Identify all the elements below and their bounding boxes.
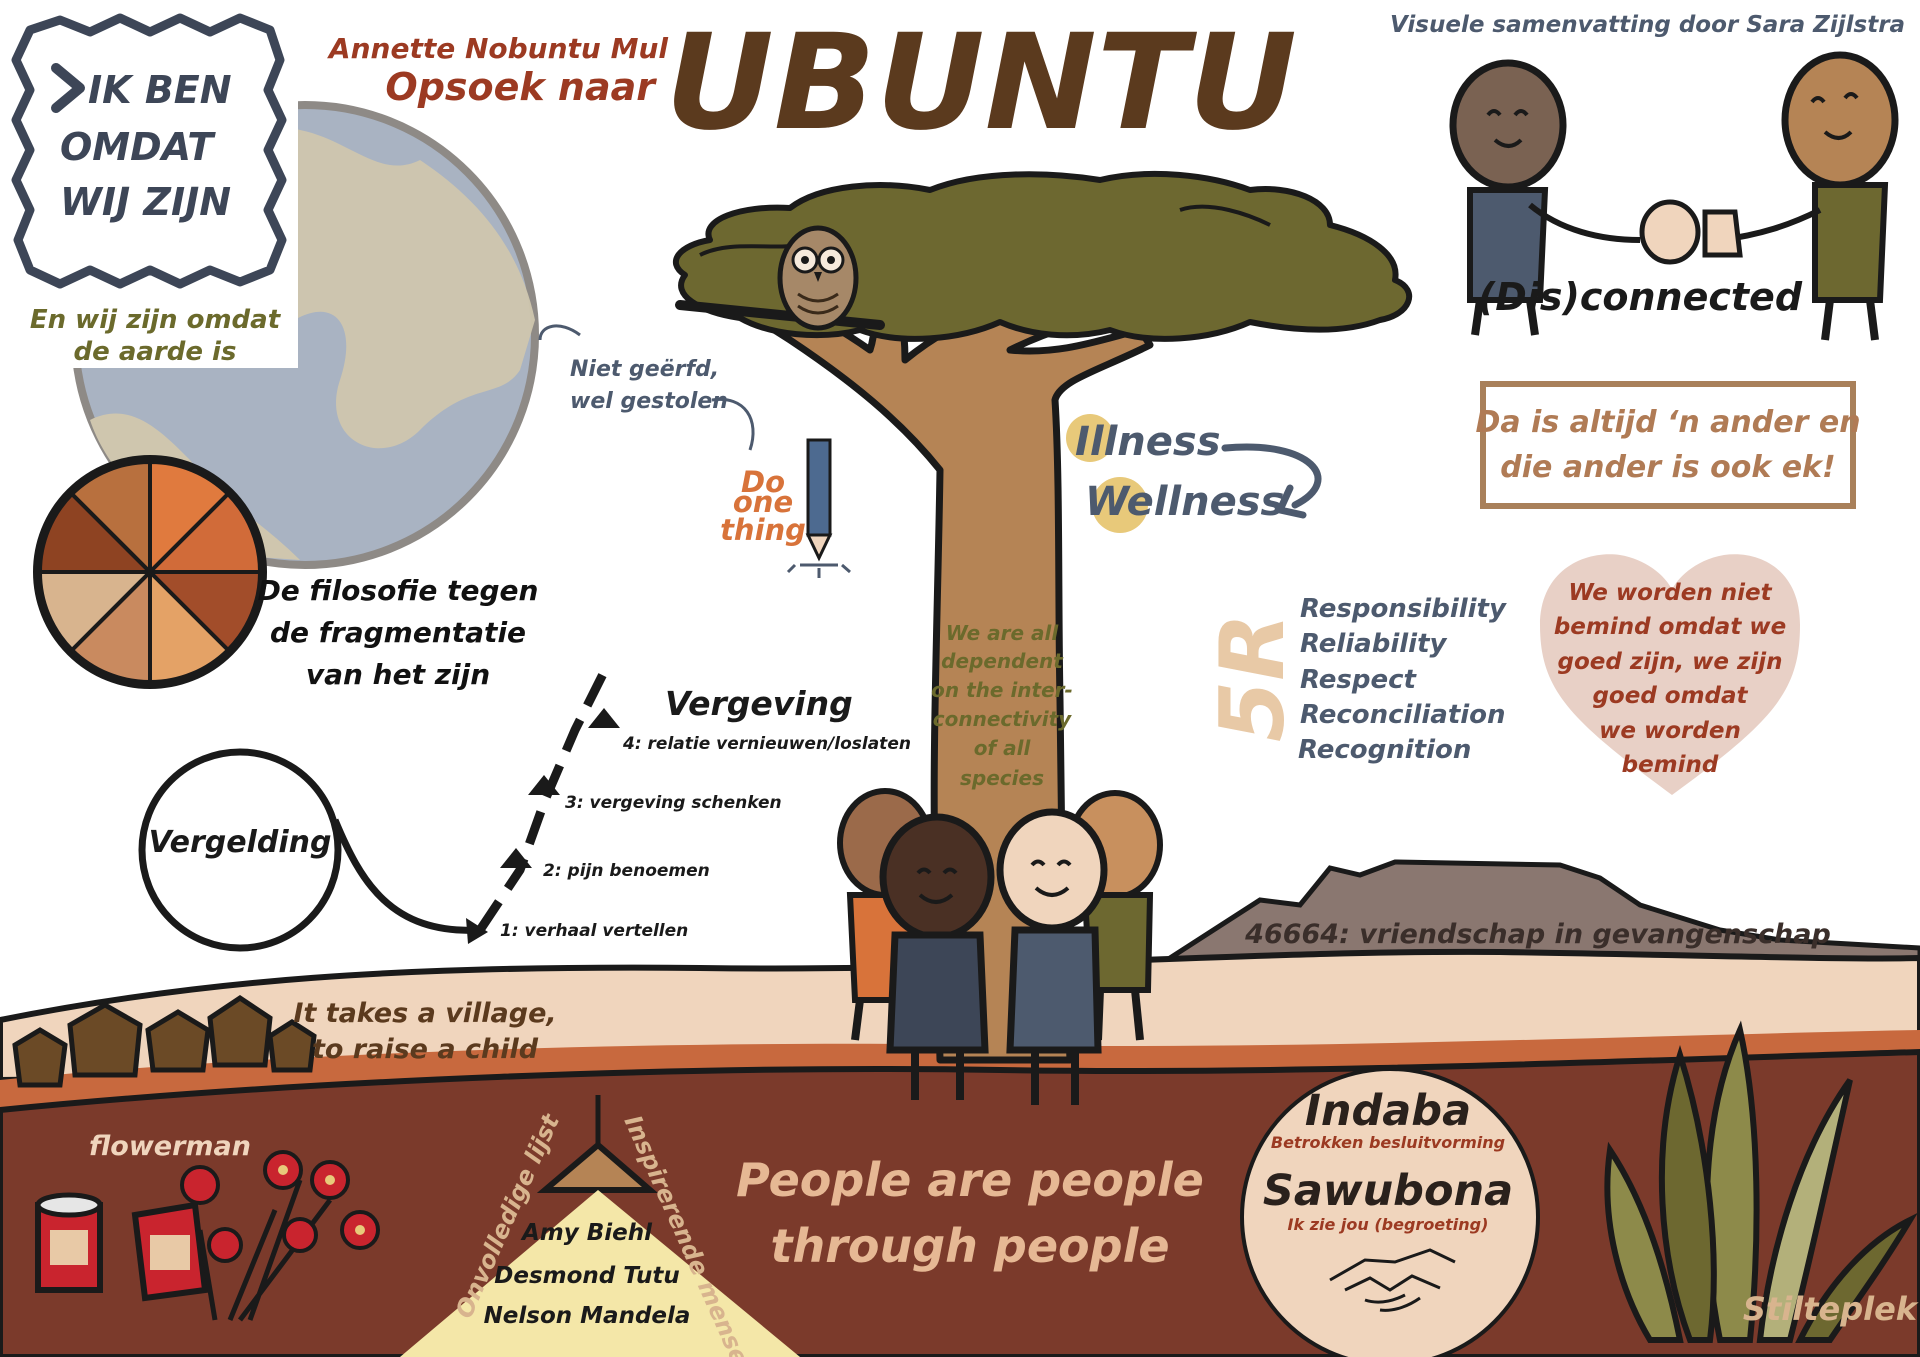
page-title: UBUNTU (665, 6, 1297, 160)
owl-icon (777, 225, 859, 331)
puzzle-wheel (33, 455, 267, 689)
forgiveness-path (138, 667, 620, 952)
heart-text-line: we worden (1599, 718, 1741, 744)
heart-text-line: bemind omdat we (1554, 614, 1786, 640)
trunk-text-line: on the inter- (931, 678, 1073, 702)
plug-icon (1702, 209, 1743, 258)
indaba-circle (1240, 1067, 1540, 1357)
inspiring-name: Nelson Mandela (484, 1303, 691, 1329)
stamp-frame (11, 13, 287, 289)
wellness-highlight (1092, 477, 1148, 533)
aloe-plant-icon (1604, 1020, 1918, 1343)
five-r-label: 5R (1201, 613, 1304, 742)
sawubona-subtitle: Ik zie jou (begroeting) (1288, 1215, 1489, 1234)
curved-arrow-icon (538, 324, 581, 341)
credit-line: Visuele samenvatting door Sara Zijlstra (1390, 12, 1905, 38)
inspiring-name: Desmond Tutu (494, 1263, 679, 1289)
arrow-down-icon (711, 397, 755, 451)
do-one-thing-line-3: thing (720, 513, 806, 547)
trunk-text-line: connectivity (933, 707, 1072, 731)
five-r-item: Responsibility (1300, 594, 1507, 624)
heart-text: We worden niet bemind omdat we goed zijn… (1554, 580, 1786, 778)
five-r-item: Reliability (1300, 629, 1448, 659)
mountain-label: 46664: vriendschap in gevangenschap (1244, 919, 1831, 950)
flower-bouquet (180, 1150, 380, 1322)
heart-text-line: bemind (1622, 752, 1719, 778)
flower-cans (35, 1192, 209, 1302)
sawubona-title: Sawubona (1263, 1166, 1513, 1216)
forgiveness-step: 4: relatie vernieuwen/loslaten (622, 734, 911, 754)
trunk-text: We are all dependent on the inter- conne… (931, 621, 1073, 790)
five-r-item: Reconciliation (1300, 700, 1506, 730)
stamp-line-2: OMDAT (60, 125, 216, 169)
heart-shape (1540, 554, 1800, 795)
heart-text-line: goed omdat (1592, 683, 1748, 709)
vergelding-label: Vergelding (149, 825, 332, 860)
forgiveness-step: 1: verhaal vertellen (500, 921, 688, 941)
trunk-text-line: dependent (941, 649, 1064, 673)
trunk-text-line: species (960, 766, 1044, 790)
stilteplek-label: Stilteplek (1743, 1290, 1919, 1328)
quote-line-2: die ander is ook ek! (1500, 450, 1835, 485)
earth-caption-line-2: de aarde is (74, 337, 237, 367)
heart-text-line: We worden niet (1568, 580, 1772, 606)
people-line-2: through people (770, 1219, 1169, 1273)
author-name: Annette Nobuntu Mul (327, 32, 668, 65)
earth-caption-line-1: En wij zijn omdat (30, 305, 282, 335)
do-one-thing-line-2: one (733, 485, 793, 519)
stolen-line-2: wel gestolen (570, 389, 728, 414)
wellness-label: Wellness (1085, 479, 1284, 525)
village-huts (12, 994, 317, 1088)
chevron-right-icon (51, 63, 85, 113)
village-line-2: to raise a child (312, 1034, 539, 1065)
village-line-1: It takes a village, (293, 998, 556, 1029)
trunk-text-line: We are all (946, 621, 1060, 645)
flowerman-label: flowerman (89, 1131, 251, 1162)
stamp-line-1: IK BEN (88, 68, 232, 112)
heart-text-line: goed zijn, we zijn (1558, 649, 1783, 675)
handshake-icon (1329, 1248, 1456, 1312)
puzzle-caption-line-2: de fragmentatie (270, 616, 526, 649)
illness-highlight (1066, 414, 1114, 462)
illness-label: Illness (1075, 419, 1221, 465)
quote-line-1: Da is altijd ‘n ander en (1475, 405, 1860, 440)
vergeving-title: Vergeving (665, 684, 853, 723)
indaba-title: Indaba (1305, 1086, 1471, 1136)
pencil-icon (786, 438, 851, 578)
indaba-subtitle: Betrokken besluitvorming (1271, 1133, 1505, 1152)
cycle-arrow-icon (1221, 443, 1322, 509)
lamp (400, 1095, 800, 1357)
forgiveness-step: 2: pijn benoemen (543, 861, 710, 881)
socket-icon (1639, 199, 1701, 265)
disconnected-figures (1449, 51, 1899, 341)
disconnected-label: (Dis)connected (1478, 275, 1803, 319)
tree-canopy (672, 170, 1413, 342)
five-r-list: Responsibility Reliability Respect Recon… (1298, 594, 1507, 765)
five-r-item: Recognition (1298, 735, 1471, 765)
forgiveness-step: 3: vergeving schenken (565, 793, 782, 813)
quote-box (1480, 381, 1856, 509)
do-one-thing-line-1: Do (741, 465, 785, 499)
people-line-1: People are people (736, 1153, 1204, 1207)
stolen-line-1: Niet geërfd, (570, 357, 719, 382)
subtitle: Opsoek naar (385, 65, 657, 109)
stamp-line-3: WIJ ZIJN (60, 180, 231, 224)
trunk-text-line: of all (974, 736, 1032, 760)
puzzle-caption-line-1: De filosofie tegen (258, 574, 539, 607)
puzzle-caption-line-3: van het zijn (306, 658, 490, 691)
people-group (837, 788, 1163, 1105)
five-r-item: Respect (1300, 665, 1417, 695)
inspiring-name: Amy Biehl (520, 1220, 653, 1246)
